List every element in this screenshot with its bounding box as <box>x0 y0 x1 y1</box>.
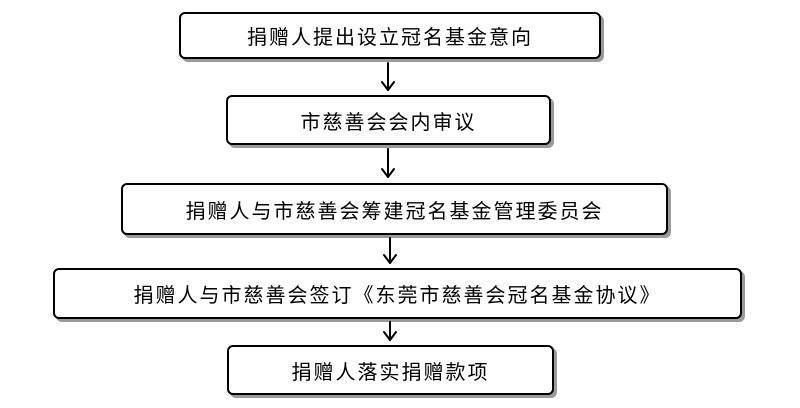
flow-step-5: 捐赠人落实捐赠款项 <box>227 345 554 395</box>
flow-step-4-label: 捐赠人与市慈善会签订《东莞市慈善会冠名基金协议》 <box>133 283 662 307</box>
flow-step-4: 捐赠人与市慈善会签订《东莞市慈善会冠名基金协议》 <box>53 268 742 319</box>
flow-step-2-label: 市慈善会会内审议 <box>300 109 477 134</box>
flow-step-1: 捐赠人提出设立冠名基金意向 <box>179 12 601 59</box>
arrow-2-icon <box>381 148 395 178</box>
flow-step-1-label: 捐赠人提出设立冠名基金意向 <box>247 25 533 49</box>
flow-step-5-label: 捐赠人落实捐赠款项 <box>291 359 490 384</box>
arrow-1-icon <box>381 62 395 91</box>
flow-step-3: 捐赠人与市慈善会筹建冠名基金管理委员会 <box>121 183 668 235</box>
arrow-4-icon <box>383 321 397 341</box>
arrow-3-icon <box>383 237 397 264</box>
flow-step-3-label: 捐赠人与市慈善会筹建冠名基金管理委员会 <box>185 198 604 223</box>
flow-step-2: 市慈善会会内审议 <box>226 95 551 145</box>
